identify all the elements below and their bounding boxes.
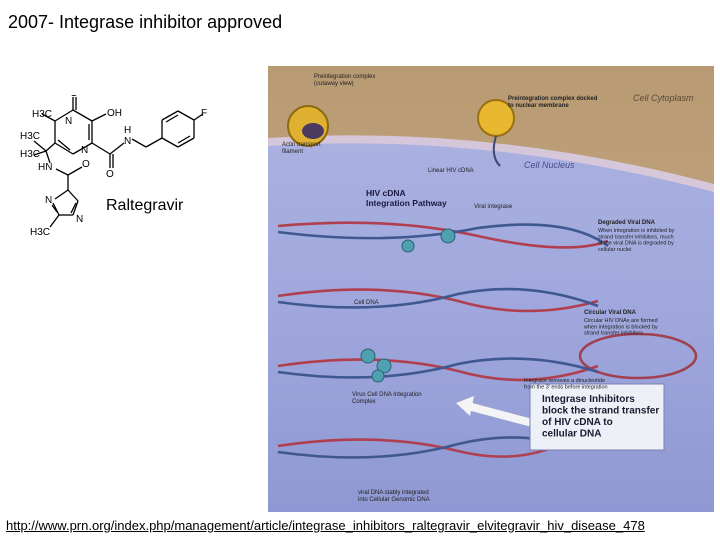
label-cell-cytoplasm: Cell Cytoplasm	[633, 93, 694, 103]
slide-title: 2007- Integrase inhibitor approved	[8, 12, 283, 32]
label-viral-integrase: Viral integrase	[474, 204, 513, 210]
drug-name-label: Raltegravir	[106, 197, 184, 214]
label-cell-dna: Cell DNA	[354, 300, 379, 306]
inhibitor-callout-box	[529, 383, 665, 451]
atom-label: O	[82, 159, 90, 170]
atom-label: OH	[107, 108, 122, 119]
atom-label: O	[70, 95, 78, 99]
atom-label: N	[45, 195, 52, 206]
label-linear-dna: Linear HIV cDNA	[428, 168, 474, 174]
atom-label: N	[65, 116, 72, 127]
label-degraded: Degraded Viral DNA	[598, 220, 656, 226]
atom-label: H	[124, 125, 131, 136]
label-circular: Circular Viral DNA	[584, 310, 637, 316]
atom-label: H3C	[32, 109, 52, 120]
hiv-integration-illustration: Preintegration complex(cutaway view) Pre…	[268, 66, 714, 512]
atom-label: N	[81, 145, 88, 156]
atom-label: F	[201, 108, 207, 119]
atom-label: H3C	[30, 227, 50, 238]
atom-label: N	[76, 214, 83, 225]
label-preintegration-complex: Preintegration complex(cutaway view)	[314, 74, 375, 87]
raltegravir-structure: H3C N O OH F H3C H3C N H N HN O O N N H3…	[20, 95, 207, 238]
label-cell-nucleus: Cell Nucleus	[524, 160, 575, 170]
atom-label: N	[124, 136, 131, 147]
atom-label: O	[106, 169, 114, 180]
atom-label: H3C	[20, 149, 40, 160]
atom-label: H3C	[20, 131, 40, 142]
atom-label: HN	[38, 162, 52, 173]
source-link[interactable]: http://www.prn.org/index.php/management/…	[6, 518, 645, 533]
inhibitor-arrow	[466, 402, 538, 428]
